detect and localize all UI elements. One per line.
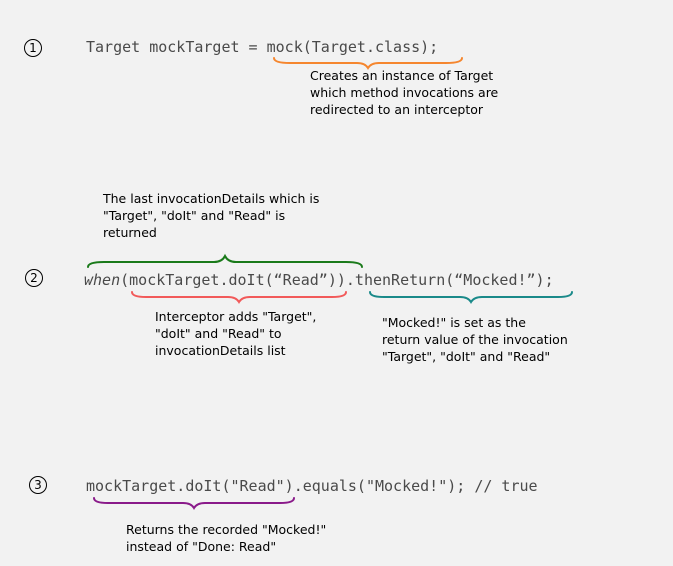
code-rest: (mockTarget.doIt(“Read”)).thenReturn(“Mo… [120,271,554,289]
note-line: returned [103,225,157,240]
brace-when-statement [87,253,363,268]
step-1-note: Creates an instance of Target which meth… [310,67,498,118]
note-line: "Target", "doIt" and "Read" is [103,208,286,223]
code-keyword-when: when [84,271,121,289]
step-1-marker: 1 [24,39,42,57]
brace-then-return [369,291,573,304]
step-3-note: Returns the recorded "Mocked!" instead o… [126,521,326,555]
note-line: Interceptor adds "Target", [155,309,317,324]
note-line: which method invocations are [310,85,499,100]
brace-doit-call [131,291,347,304]
note-line: The last invocationDetails which is [103,191,320,206]
note-line: return value of the invocation [382,332,568,347]
step-3-marker: 3 [29,476,47,494]
brace-doit-read [93,497,295,510]
note-line: "Target", "doIt" and "Read" [382,349,551,364]
step-2-code: when(mockTarget.doIt(“Read”)).thenReturn… [84,271,554,289]
note-line: redirected to an interceptor [310,102,484,117]
step-2-interceptor-note: Interceptor adds "Target", "doIt" and "R… [155,308,316,359]
note-line: Returns the recorded "Mocked!" [126,522,327,537]
step-3-code: mockTarget.doIt("Read").equals("Mocked!"… [86,477,538,495]
note-line: "doIt" and "Read" to [155,326,282,341]
step-2-returned-note: The last invocationDetails which is "Tar… [103,190,319,241]
note-line: instead of "Done: Read" [126,539,277,554]
step-2-return-value-note: "Mocked!" is set as the return value of … [382,314,568,365]
note-line: invocationDetails list [155,343,286,358]
step-1-code: Target mockTarget = mock(Target.class); [86,38,439,56]
note-line: Creates an instance of Target [310,68,494,83]
note-line: "Mocked!" is set as the [382,315,526,330]
step-2-marker: 2 [25,269,43,287]
